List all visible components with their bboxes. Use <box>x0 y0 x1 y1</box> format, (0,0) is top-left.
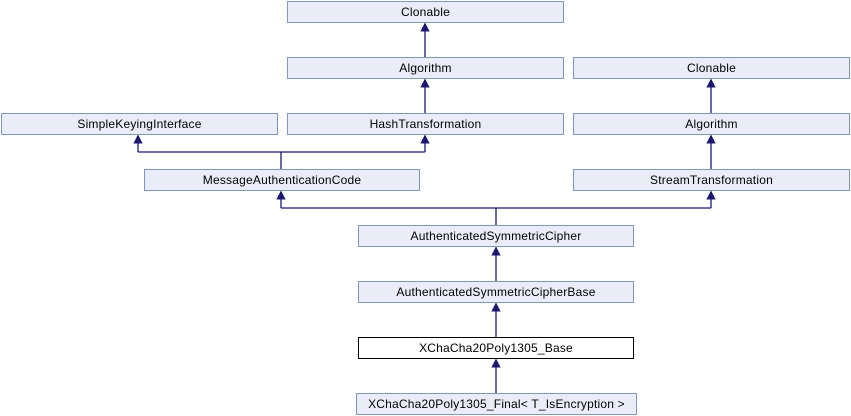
class-node-streamtransformation[interactable]: StreamTransformation <box>573 169 850 191</box>
class-node-algorithm-1[interactable]: Algorithm <box>287 57 564 79</box>
class-node-xchacha20poly1305-final[interactable]: XChaCha20Poly1305_Final< T_IsEncryption … <box>356 393 637 415</box>
class-node-simplekeyinginterface[interactable]: SimpleKeyingInterface <box>1 113 278 135</box>
edge-asc-to-parents <box>276 190 716 225</box>
class-node-algorithm-2[interactable]: Algorithm <box>573 113 850 135</box>
edge-xccbase-to-ascbase <box>491 302 501 337</box>
class-node-xchacha20poly1305-base: XChaCha20Poly1305_Base <box>358 337 634 359</box>
edge-mac-to-parents <box>133 134 430 169</box>
edge-algorithm2-to-clonable2 <box>706 78 716 113</box>
class-node-authenticatedsymmetriccipherbase[interactable]: AuthenticatedSymmetricCipherBase <box>358 281 634 303</box>
edge-streamtransformation-to-algorithm2 <box>706 134 716 169</box>
class-node-authenticatedsymmetriccipher[interactable]: AuthenticatedSymmetricCipher <box>358 225 634 247</box>
edge-xccfinal-to-xccbase <box>491 358 501 393</box>
class-node-clonable-1[interactable]: Clonable <box>287 1 564 23</box>
class-node-clonable-2[interactable]: Clonable <box>573 57 850 79</box>
edge-hashtransformation-to-algorithm <box>420 78 430 113</box>
class-node-messageauthenticationcode[interactable]: MessageAuthenticationCode <box>144 169 420 191</box>
class-node-hashtransformation[interactable]: HashTransformation <box>287 113 564 135</box>
edge-ascbase-to-asc <box>491 246 501 281</box>
edge-algorithm-to-clonable <box>420 22 430 57</box>
